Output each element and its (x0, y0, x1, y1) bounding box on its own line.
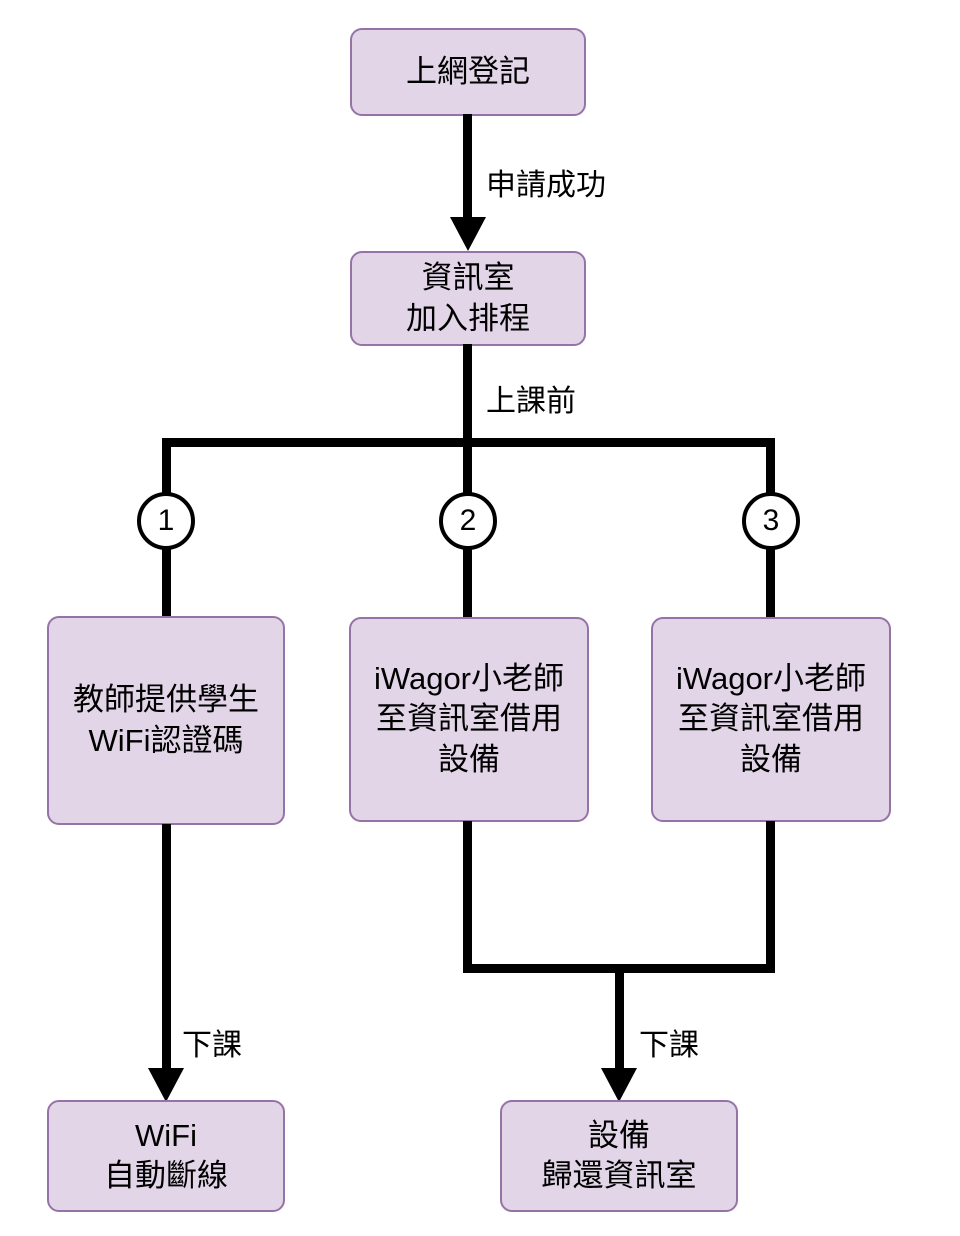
step-badge-1: 1 (137, 492, 195, 550)
edge-line-branch2-down (463, 821, 472, 973)
node-iwagor-borrow-3: iWagor小老師 至資訊室借用 設備 (651, 617, 891, 822)
step-badge-3: 3 (742, 492, 800, 550)
node-teacher-wifi: 教師提供學生 WiFi認證碼 (47, 616, 285, 825)
split-drop-left (162, 438, 171, 496)
edge-line-branch3-down (766, 821, 775, 973)
edge-label-after-class-right: 下課 (637, 1020, 701, 1064)
arrowhead-branch1 (148, 1068, 184, 1102)
node-wifi-disconnect: WiFi 自動斷線 (47, 1100, 285, 1212)
edge-label-before-class: 上課前 (484, 376, 578, 420)
edge-line-branch1-down (162, 824, 171, 1070)
edge-label-apply-success: 申請成功 (484, 160, 608, 204)
edge-label-after-class-left: 下課 (180, 1020, 244, 1064)
split-drop-center (463, 438, 472, 496)
edge-line-register-schedule (463, 114, 472, 218)
arrowhead-merge (601, 1068, 637, 1102)
node-schedule: 資訊室 加入排程 (350, 251, 586, 346)
connector-badge2-node (463, 548, 472, 618)
edge-line-schedule-split (463, 344, 472, 444)
node-return-equipment: 設備 歸還資訊室 (500, 1100, 738, 1212)
edge-line-merge-down (615, 964, 624, 1070)
connector-badge3-node (766, 548, 775, 618)
step-badge-2: 2 (439, 492, 497, 550)
arrowhead-register-schedule (450, 217, 486, 251)
connector-badge1-node (162, 548, 171, 618)
node-iwagor-borrow-2: iWagor小老師 至資訊室借用 設備 (349, 617, 589, 822)
node-register: 上網登記 (350, 28, 586, 116)
split-drop-right (766, 438, 775, 496)
